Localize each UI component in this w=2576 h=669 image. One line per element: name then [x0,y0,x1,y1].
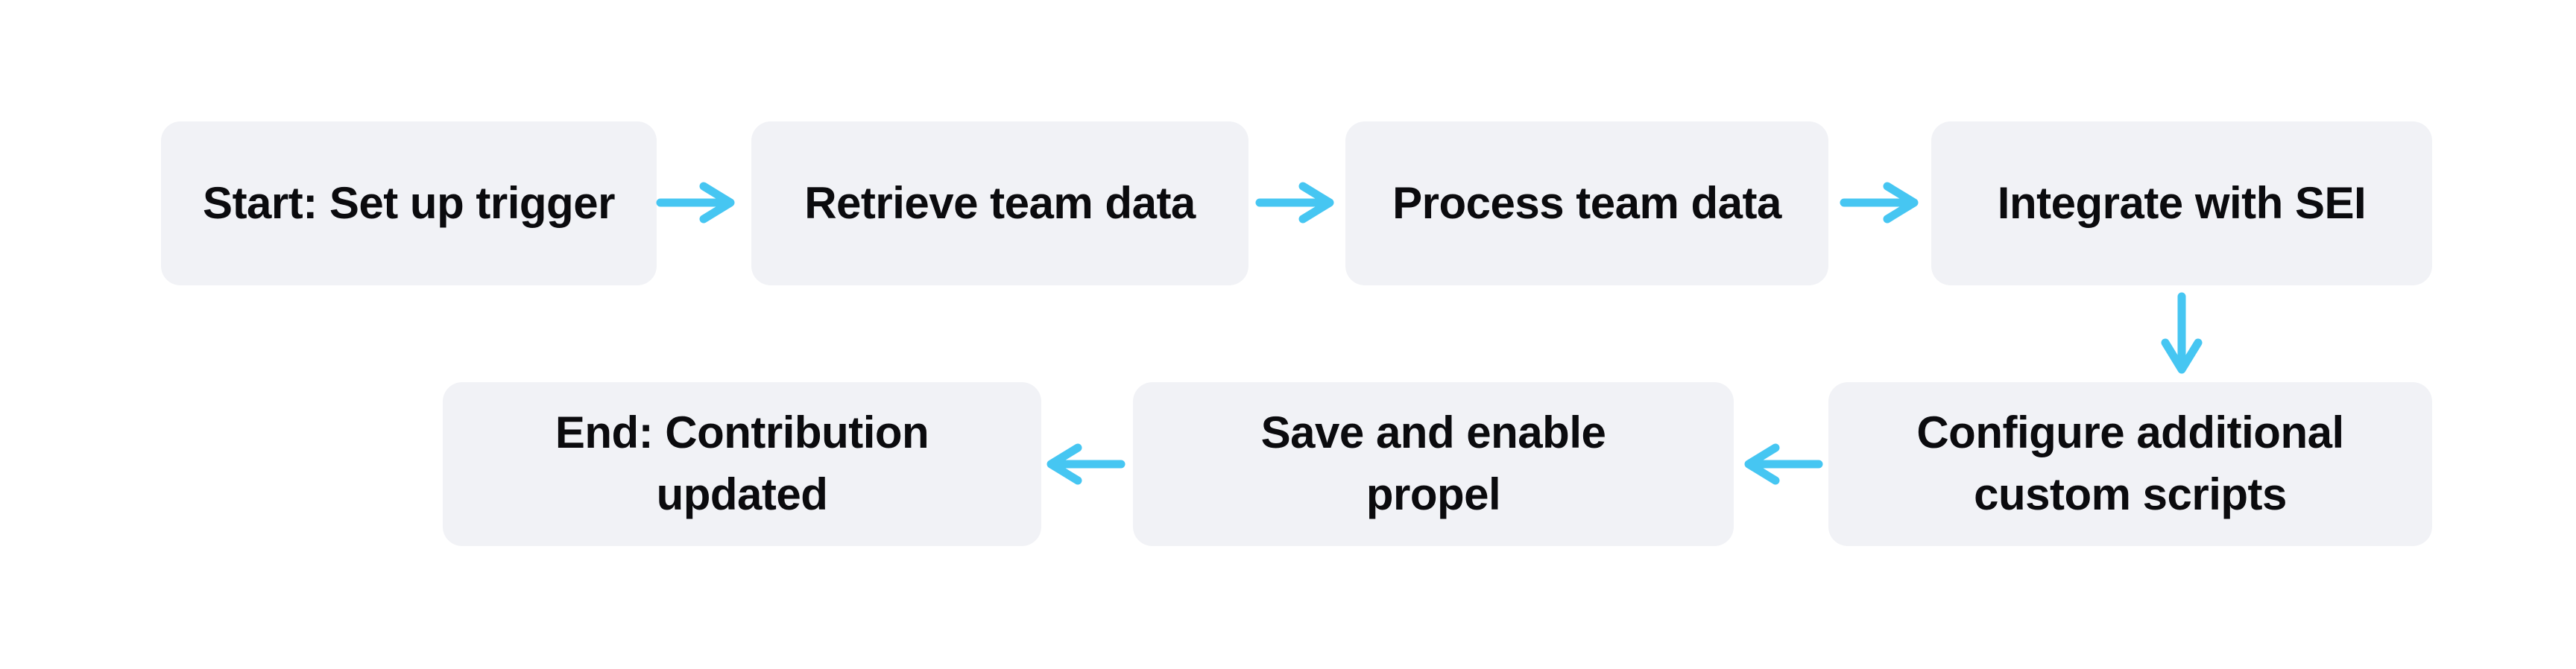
edge-save-to-end [1044,443,1126,485]
node-start-set-up-trigger: Start: Set up trigger [161,121,657,285]
edge-integrate-to-configure [2161,292,2203,377]
arrow-right-icon [1840,182,1919,223]
edge-configure-to-save [1741,443,1823,485]
arrow-right-icon [656,182,735,223]
node-end-contribution-updated: End: Contribution updated [443,382,1041,546]
arrow-left-icon [1744,443,1823,485]
node-integrate-with-sei: Integrate with SEI [1931,121,2432,285]
node-configure-additional-custom-scripts: Configure additional custom scripts [1828,382,2432,546]
edge-retrieve-to-process [1255,182,1337,223]
node-save-and-enable-propel: Save and enable propel [1133,382,1734,546]
arrow-left-icon [1046,443,1126,485]
edge-process-to-integrate [1840,182,1922,223]
arrow-down-icon [2161,292,2203,374]
node-process-team-data: Process team data [1345,121,1828,285]
edge-start-to-retrieve [656,182,738,223]
arrow-right-icon [1255,182,1334,223]
node-retrieve-team-data: Retrieve team data [751,121,1248,285]
